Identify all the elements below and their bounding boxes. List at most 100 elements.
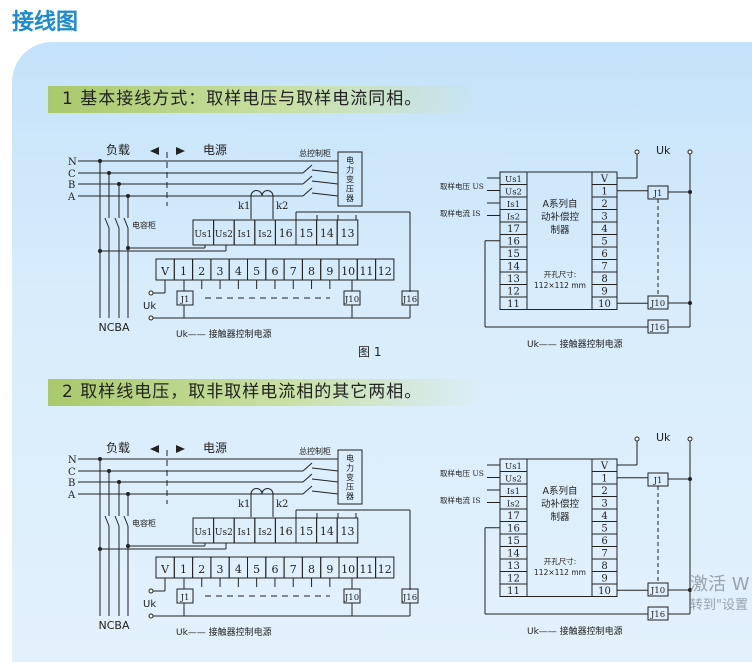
transformer-label: 力 xyxy=(346,165,354,175)
relay-label: J1 xyxy=(180,593,190,603)
top-terminal-label: Us2 xyxy=(215,230,233,240)
top-terminal-label: Is1 xyxy=(238,528,252,538)
top-terminal-label: Is2 xyxy=(258,528,272,538)
controller-label: 动补偿控 xyxy=(541,498,580,510)
controller-label: 动补偿控 xyxy=(541,211,580,223)
left-terminal-12: 12 xyxy=(507,574,520,585)
phase-label-N: N xyxy=(68,455,77,466)
bottom-terminal-label: 10 xyxy=(341,563,355,576)
left-terminal-Is2: Is2 xyxy=(507,213,520,223)
bottom-terminal-label: 1 xyxy=(180,563,187,576)
left-terminal-16: 16 xyxy=(507,524,520,535)
left-terminal-15: 15 xyxy=(507,536,520,547)
junction-dot xyxy=(688,190,692,194)
bottom-terminal-label: 9 xyxy=(326,265,333,278)
transformer-label: 电 xyxy=(346,155,354,165)
phase-label-N: N xyxy=(68,157,77,168)
terminal-circle xyxy=(687,149,693,155)
sample-current-label: 取样电流 IS xyxy=(440,208,480,218)
bottom-terminal-label: 7 xyxy=(290,563,297,576)
right-terminal-9: 9 xyxy=(601,574,607,585)
relay-label: J10 xyxy=(650,586,665,596)
bottom-terminal-label: 2 xyxy=(198,265,205,278)
bottom-terminal-label: V xyxy=(160,265,170,278)
sample-current-label: 取样电流 IS xyxy=(440,495,480,505)
transformer-label: 变 xyxy=(346,472,354,482)
uk-label: Uk xyxy=(143,599,156,610)
transformer-label: 力 xyxy=(346,463,354,473)
bottom-terminal-12 xyxy=(375,556,395,579)
right-terminal-4: 4 xyxy=(601,224,607,235)
top-terminal-label: 14 xyxy=(320,525,334,538)
content-panel xyxy=(12,42,752,662)
left-terminal-12: 12 xyxy=(507,287,520,298)
phase-label-C: C xyxy=(68,169,76,180)
section-2-heading: 2 取样线电压，取非取样电流相的其它两相。 xyxy=(48,379,482,406)
terminal-circle xyxy=(634,149,640,155)
transformer-box xyxy=(337,151,363,207)
top-terminal-label: 16 xyxy=(279,227,293,240)
load-label: 负载 xyxy=(106,441,130,455)
cutout-size-label: 开孔尺寸: xyxy=(544,269,577,279)
left-terminal-17: 17 xyxy=(507,224,520,235)
left-terminal-Is2: Is2 xyxy=(507,500,520,510)
current-transformer-icon xyxy=(250,488,274,517)
bottom-terminal-label: 11 xyxy=(359,563,373,576)
bottom-terminal-label: 10 xyxy=(341,265,355,278)
left-terminal-Us2: Us2 xyxy=(505,188,522,198)
right-terminal-8: 8 xyxy=(601,561,607,572)
terminal-circle xyxy=(148,588,154,594)
relay-label: J1 xyxy=(653,189,663,199)
left-terminal-14: 14 xyxy=(507,262,520,273)
phase-label-A: A xyxy=(67,490,76,501)
left-terminal-16: 16 xyxy=(507,237,520,248)
uk-legend: Uk—— 接触器控制电源 xyxy=(176,626,272,638)
page-title: 接线图 xyxy=(12,9,79,35)
watermark-line1: 激活 W xyxy=(690,574,750,595)
junction-dot xyxy=(688,301,692,305)
right-terminal-2: 2 xyxy=(601,486,607,497)
junction-dot xyxy=(688,588,692,592)
capacitor-cabinet-label: 电容柜 xyxy=(132,518,156,528)
transformer-box xyxy=(337,449,363,505)
top-terminal-label: Is2 xyxy=(258,230,272,240)
left-terminal-11: 11 xyxy=(507,299,520,310)
terminal-circle xyxy=(148,315,154,321)
top-terminal-label: Us1 xyxy=(194,230,212,240)
top-terminal-label: 13 xyxy=(341,525,355,538)
phase-label-A: A xyxy=(67,192,76,203)
wire xyxy=(123,515,129,527)
wire xyxy=(311,490,339,495)
uk-label: Uk xyxy=(143,301,156,312)
wire xyxy=(104,515,110,527)
right-terminal-V: V xyxy=(600,461,609,472)
relay-J1 xyxy=(176,588,194,604)
right-terminal-7: 7 xyxy=(601,549,607,560)
right-terminal-3: 3 xyxy=(601,212,607,223)
uk-legend: Uk—— 接触器控制电源 xyxy=(527,338,623,350)
transformer-label: 压 xyxy=(346,185,354,194)
right-terminal-V: V xyxy=(600,174,609,185)
top-terminal-label: 15 xyxy=(299,227,313,240)
cutout-size-label: 开孔尺寸: xyxy=(544,556,577,566)
figure-caption: 图 1 xyxy=(358,345,381,359)
right-terminal-block xyxy=(591,458,618,597)
terminal-circle xyxy=(687,436,693,442)
wire xyxy=(114,515,120,527)
uk-legend: Uk—— 接触器控制电源 xyxy=(527,625,623,637)
wire xyxy=(302,175,313,185)
main-cabinet-label: 总控制柜 xyxy=(299,446,331,456)
wire xyxy=(302,485,313,495)
bottom-terminal-label: 6 xyxy=(271,265,278,278)
right-terminal-block xyxy=(591,171,618,310)
junction-dot xyxy=(688,477,692,481)
right-terminal-3: 3 xyxy=(601,499,607,510)
left-terminal-13: 13 xyxy=(507,274,520,285)
right-terminal-7: 7 xyxy=(601,262,607,273)
bottom-terminal-12 xyxy=(375,258,395,281)
uk-label: Uk xyxy=(656,431,671,444)
controller-label: 制器 xyxy=(550,511,570,523)
cutout-size-label: 112×112 mm xyxy=(534,281,586,290)
right-terminal-9: 9 xyxy=(601,287,607,298)
